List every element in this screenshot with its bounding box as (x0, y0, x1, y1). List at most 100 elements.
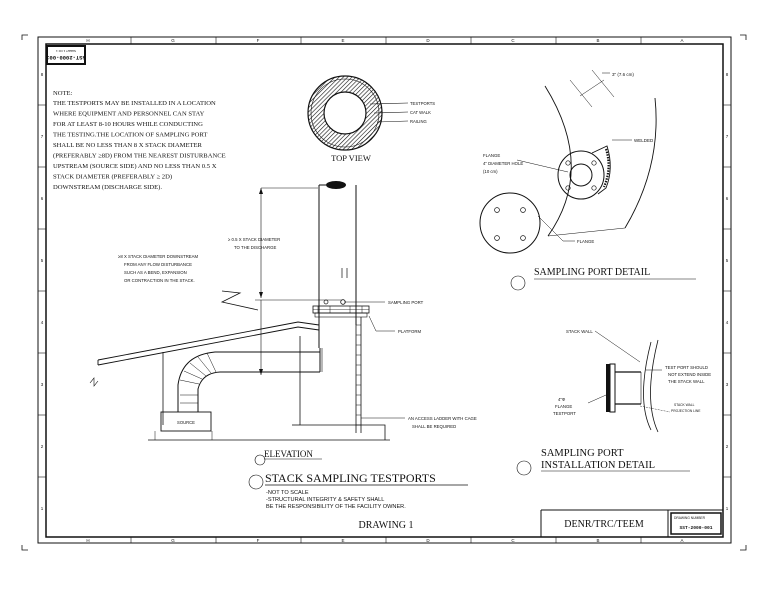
border-letter: F (257, 538, 260, 543)
border-letters-top: H G F E D C B A (86, 38, 683, 43)
loose-flange (479, 192, 541, 254)
stack-wall-inner (650, 339, 659, 433)
border-number: 6 (726, 196, 729, 201)
note-line: THE TESTPORTS MAY BE INSTALLED IN A LOCA… (53, 100, 216, 107)
stack-opening (323, 91, 367, 135)
note-line: STACK DIAMETER (PREFERABLY ≥ 2D) (53, 174, 172, 181)
sampling-port-label: SAMPLING PORT (388, 300, 424, 305)
top-view-title: TOP VIEW (331, 153, 371, 163)
testport-note: NOT EXTEND INSIDE (668, 372, 711, 377)
border-numbers-right: 8 7 6 5 4 3 2 1 (726, 72, 729, 511)
border-number: 4 (41, 320, 44, 325)
bolt-hole (520, 207, 526, 213)
dim-left-label: SUCH AS A BEND, EXPANSION (124, 270, 187, 275)
top-view-label-railing: RAILING (410, 119, 427, 124)
flange-testport-label: TESTPORT (553, 411, 576, 416)
port-detail-bubble (510, 275, 526, 291)
install-detail-bubble (516, 460, 532, 476)
bolt-hole (494, 235, 500, 241)
note-line: THE TESTING.THE LOCATION OF SAMPLING POR… (53, 132, 207, 139)
dim-top-label: TO THE DISCHARGE (234, 245, 276, 250)
stamp-number: SST-2000-001 (45, 54, 85, 61)
note-line: (PREFERABLY ≥8D) FROM THE NEAREST DISTUR… (53, 153, 226, 160)
stack-wall-outer (643, 341, 652, 431)
flange-testport-label: 4"Φ (558, 397, 566, 402)
bolt-hole (520, 235, 526, 241)
border-number: 7 (41, 134, 44, 139)
main-title-block: STACK SAMPLING TESTPORTS -NOT TO SCALE -… (248, 471, 468, 510)
dim-top-label: ≥ 0.5 X STACK DIAMETER (228, 237, 280, 242)
border-letter: H (86, 38, 89, 43)
elevation-title: ELEVATION (264, 449, 313, 459)
note-line: FOR AT LEAST 8-10 HOURS WHILE CONDUCTING (53, 121, 203, 128)
elevation-bubble (254, 454, 266, 466)
main-title: STACK SAMPLING TESTPORTS (265, 471, 436, 485)
border-letter: E (341, 38, 344, 43)
port-detail-title: SAMPLING PORT DETAIL (534, 267, 650, 278)
elevation-view: SOURCE ≥ 0.5 X STACK DIAMETER TO THE DIS… (89, 181, 477, 466)
ladder-label: AN ACCESS LADDER WITH CAGE (408, 416, 477, 421)
border-letter: C (511, 538, 515, 543)
flange-plate (609, 363, 616, 413)
inner-border (45, 43, 724, 538)
port-nozzle (591, 145, 611, 195)
duct (177, 351, 320, 412)
platform-label: PLATFORM (398, 329, 421, 334)
border-letter: G (171, 538, 175, 543)
bolt-hole (565, 160, 571, 166)
outer-border (37, 36, 732, 544)
note-line: UPSTREAM (SOURCE SIDE) AND NO LESS THAN … (53, 163, 217, 170)
border-letter: A (680, 538, 683, 543)
note-heading: NOTE: (53, 90, 73, 97)
border-number: 8 (41, 72, 44, 77)
roof-line (97, 321, 320, 361)
flange-hole-label: 4" DIAMETER HOLE (483, 161, 523, 166)
bolt-hole (591, 160, 597, 166)
source-label: SOURCE (177, 420, 195, 425)
border-letter: H (86, 538, 89, 543)
border-number: 3 (41, 382, 44, 387)
agency-label: DENR/TRC/TEEM (564, 519, 644, 530)
main-title-note: -NOT TO SCALE (266, 490, 309, 496)
note-line: WHERE EQUIPMENT AND PERSONNEL CAN STAY (53, 111, 205, 118)
border-letter: E (341, 538, 344, 543)
main-title-note: -STRUCTURAL INTEGRITY & SAFETY SHALL (266, 497, 384, 503)
flange-testport-label: FLANGE (555, 404, 572, 409)
border-numbers-left: 8 7 6 5 4 3 2 1 (41, 72, 44, 511)
border-letter: B (596, 38, 599, 43)
drawing-number-box (670, 512, 722, 535)
testport-note: THE STACK WALL (668, 379, 705, 384)
note-line: DOWNSTREAM (DISCHARGE SIDE). (53, 184, 162, 191)
stamp-sheet: SHEET 1 OF 1 (56, 49, 76, 53)
flange-label: FLANGE (577, 239, 594, 244)
sampling-port-detail: 3" (7.6 cm) WELDED FLANGE 4" DIAMETER HO… (479, 69, 696, 291)
border-number: 8 (726, 72, 729, 77)
border-letters-bottom: H G F E D C B A (86, 538, 683, 543)
border-letter: G (171, 38, 175, 43)
border-number: 1 (41, 506, 44, 511)
border-number: 3 (726, 382, 729, 387)
border-number: 2 (41, 444, 44, 449)
title-block: DRAWING 1 DENR/TRC/TEEM DRAWING NUMBER S… (358, 509, 723, 537)
dim-left-label: ≥8 X STACK DIAMETER DOWNSTREAM (118, 254, 199, 259)
border-number: 5 (726, 258, 729, 263)
border-number: 7 (726, 134, 729, 139)
inner-wall-label: PROJECTION LINE (671, 409, 701, 413)
drawing-number-value: SST-2000-001 (679, 525, 712, 531)
border-number: 4 (726, 320, 729, 325)
top-view-label-testports: TESTPORTS (410, 101, 435, 106)
border-letter: D (426, 38, 430, 43)
bolt-hole (565, 185, 571, 191)
port-dimension: 3" (7.6 cm) (612, 72, 634, 77)
drawing-stamp: SST-2000-001 SHEET 1 OF 1 (45, 45, 86, 65)
drawing-label: DRAWING 1 (358, 520, 413, 531)
note-line: SHALL BE NO LESS THAN 8 X STACK DIAMETER (53, 142, 203, 149)
install-detail-title: SAMPLING PORT (541, 448, 624, 459)
testport-note: TEST PORT SHOULD (665, 365, 708, 370)
border-number: 6 (41, 196, 44, 201)
border-letter: C (511, 38, 515, 43)
stack-wall-label: STACK WALL (566, 329, 593, 334)
border-ticks (38, 37, 731, 543)
port-flange (557, 150, 605, 200)
